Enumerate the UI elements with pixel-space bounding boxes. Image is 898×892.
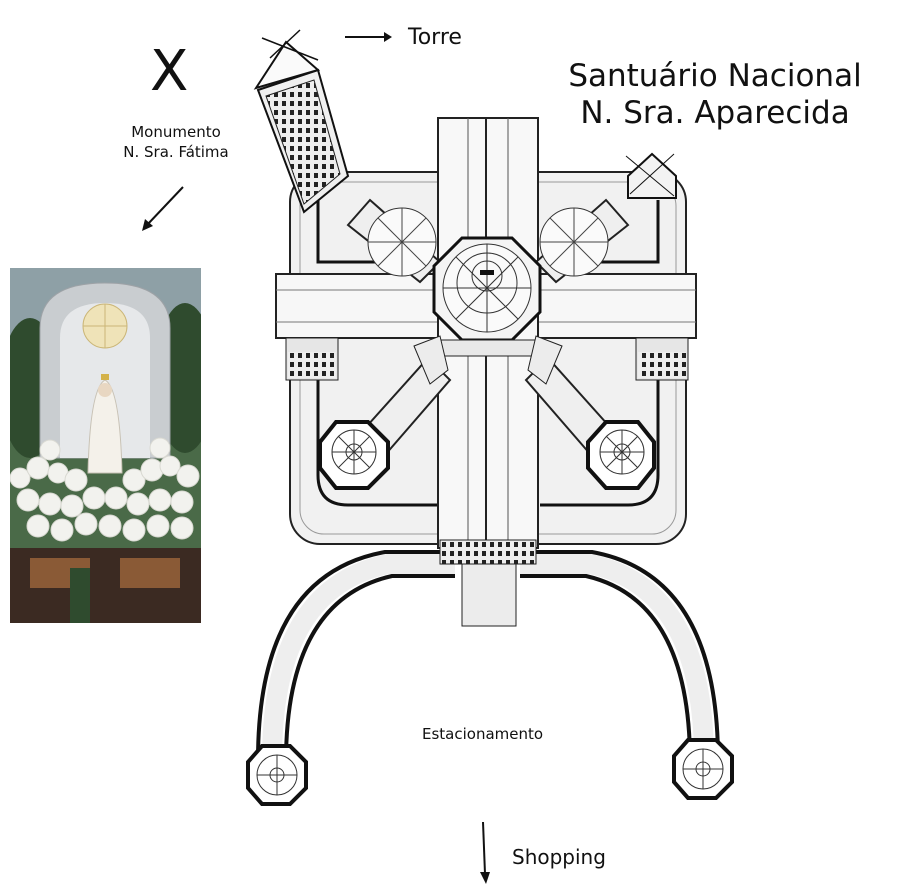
upper-chapels — [367, 207, 609, 277]
bell-tower — [253, 29, 350, 214]
arrow-down-icon — [480, 821, 490, 884]
ramp-dome-right — [672, 738, 734, 800]
x-marker: X — [150, 39, 189, 104]
parking-label: Estacionamento — [422, 725, 544, 743]
arrow-down-left-icon — [142, 186, 184, 231]
small-tower-right — [625, 152, 677, 199]
nave — [437, 117, 539, 627]
monument-label-line-2: N. Sra. Fátima — [123, 143, 229, 161]
lower-chapel-left — [318, 420, 390, 490]
ramp-dome-left — [246, 744, 308, 806]
shopping-label: Shopping — [512, 845, 606, 869]
title-line-1: Santuário Nacional — [568, 58, 862, 94]
central-dome — [413, 236, 563, 385]
monument-label: Monumento N. Sra. Fátima — [96, 122, 256, 162]
statue-photo — [10, 268, 201, 623]
lower-chapel-right — [586, 420, 656, 490]
approach-ramps — [256, 550, 720, 763]
page-title: Santuário Nacional N. Sra. Aparecida — [540, 58, 890, 132]
title-line-2: N. Sra. Aparecida — [580, 95, 850, 131]
tower-label: Torre — [408, 25, 462, 50]
monument-label-line-1: Monumento — [131, 123, 221, 141]
arrow-right-icon — [345, 32, 392, 42]
